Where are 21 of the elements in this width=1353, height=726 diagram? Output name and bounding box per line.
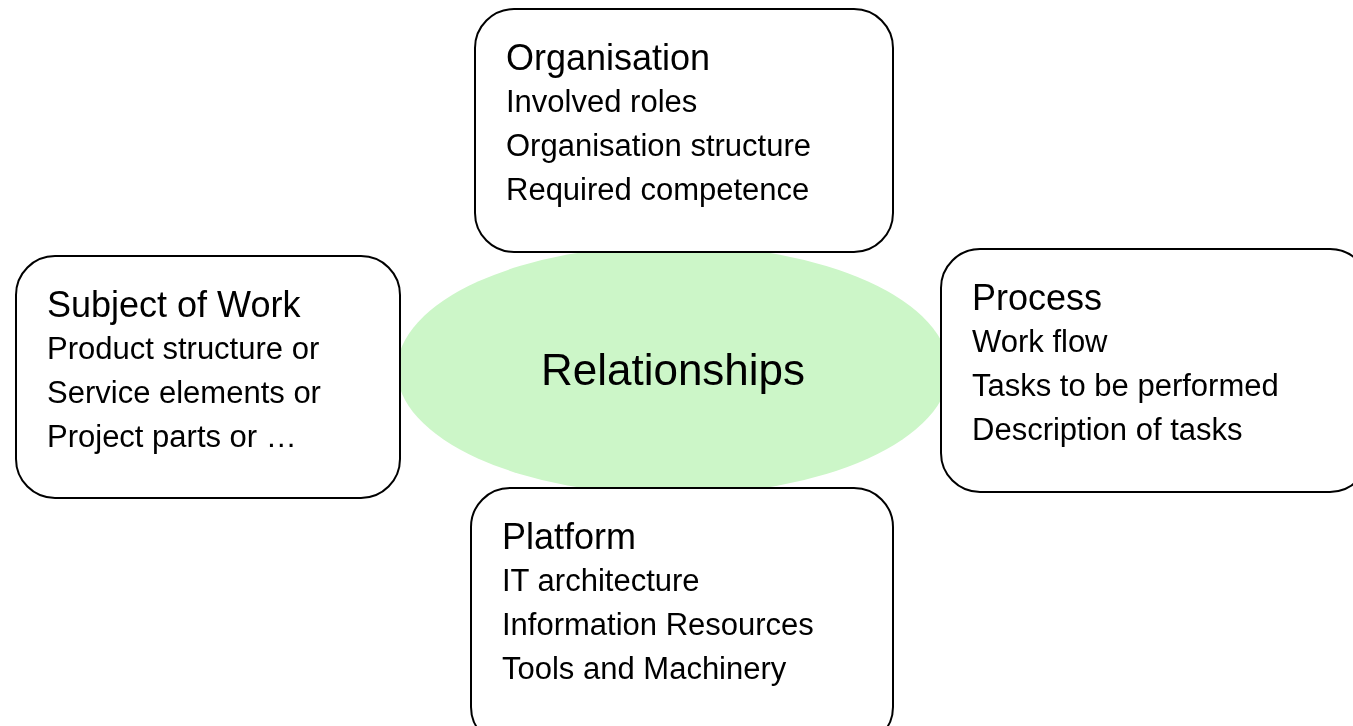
list-item: Work flow — [972, 323, 1108, 361]
list-item: Service elements or — [47, 374, 321, 412]
list-item: Product structure or — [47, 330, 320, 368]
box-heading: Subject of Work — [47, 283, 301, 327]
list-item: Information Resources — [502, 606, 814, 644]
list-item: Project parts or … — [47, 418, 297, 456]
list-item: Involved roles — [506, 83, 698, 121]
box-heading: Process — [972, 276, 1103, 320]
center-label: Relationships — [540, 345, 806, 395]
rounded-box — [15, 255, 401, 499]
rounded-box — [474, 8, 894, 253]
list-item: Organisation structure — [506, 127, 811, 165]
rounded-box — [940, 248, 1353, 493]
list-item: Tasks to be performed — [972, 367, 1279, 405]
box-heading: Organisation — [506, 36, 711, 80]
list-item: Required competence — [506, 171, 810, 209]
list-item: IT architecture — [502, 562, 700, 600]
list-item: Description of tasks — [972, 411, 1243, 449]
box-heading: Platform — [502, 515, 637, 559]
list-item: Tools and Machinery — [502, 650, 787, 688]
rounded-box — [470, 487, 894, 726]
